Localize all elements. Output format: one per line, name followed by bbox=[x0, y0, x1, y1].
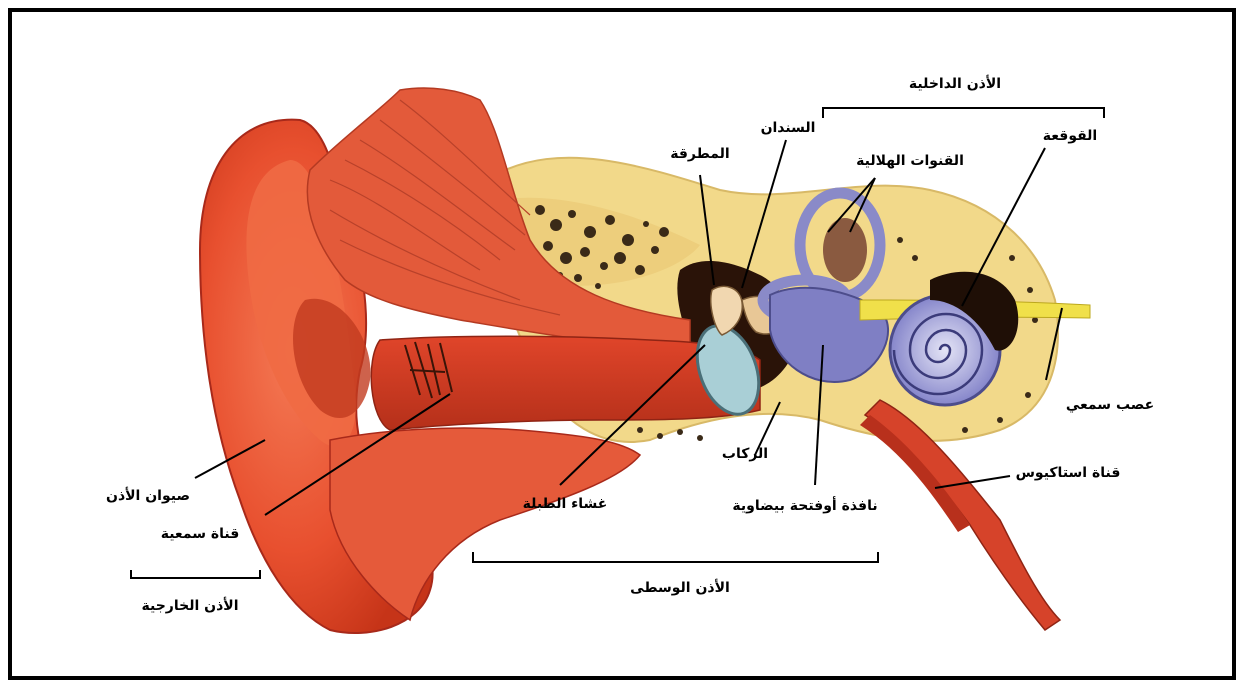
inner-ear-bracket bbox=[823, 108, 1104, 118]
outer-ear-bracket bbox=[131, 570, 260, 578]
lower-tissue bbox=[330, 428, 640, 620]
label-inner-ear: الأذن الداخلية bbox=[909, 75, 1001, 92]
label-auditory-nerve: عصب سمعي bbox=[1066, 397, 1154, 413]
label-ear-canal: قناة سمعية bbox=[161, 526, 240, 542]
label-cochlea: القوقعة bbox=[1043, 128, 1097, 144]
label-stirrup: الركاب bbox=[722, 446, 768, 462]
label-outer-ear: الأذن الخارجية bbox=[142, 597, 239, 614]
label-semicircular-canals: القنوات الهلالية bbox=[856, 153, 964, 169]
middle-ear-bracket bbox=[473, 552, 878, 562]
label-hammer: المطرقة bbox=[670, 146, 729, 162]
label-pinna: صيوان الأذن bbox=[106, 487, 190, 504]
label-anvil: السندان bbox=[761, 120, 816, 136]
label-eardrum: غشاء الطبلة bbox=[523, 496, 608, 512]
canal-inner bbox=[823, 218, 867, 282]
label-middle-ear: الأذن الوسطى bbox=[630, 579, 730, 596]
label-oval-window: نافذة أوفتحة بيضاوية bbox=[732, 496, 877, 514]
label-eustachian-tube: قناة استاكيوس bbox=[1016, 465, 1121, 481]
